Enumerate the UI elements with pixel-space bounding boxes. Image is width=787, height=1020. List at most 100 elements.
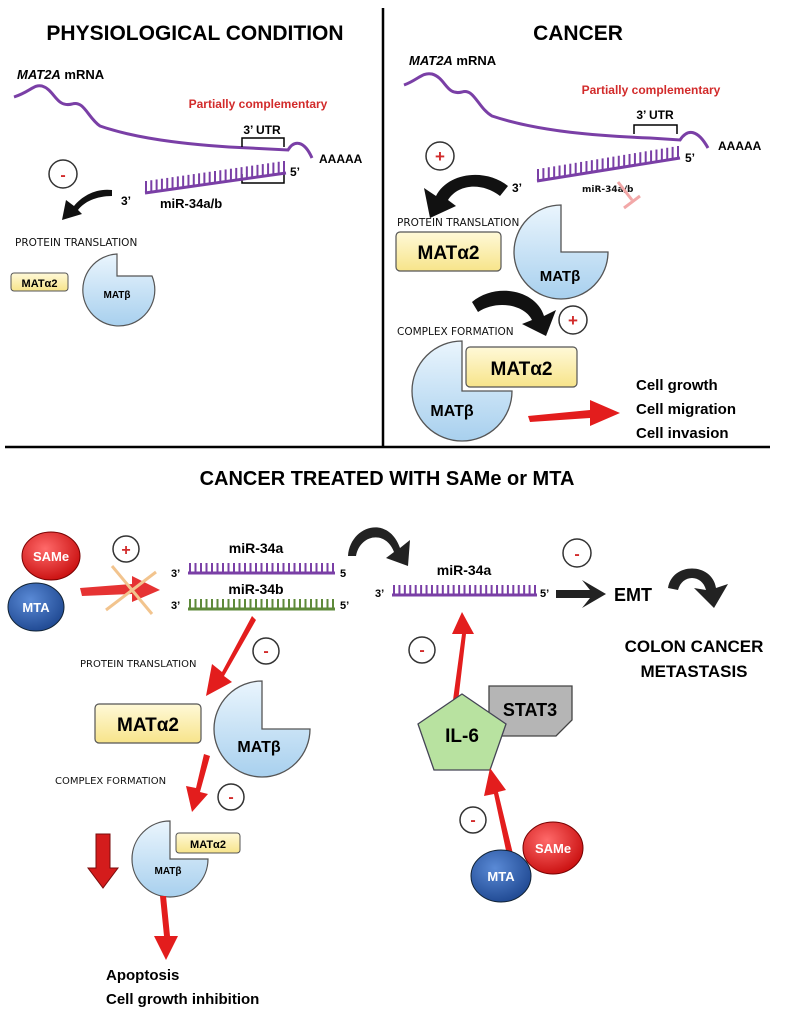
complex-plus-circle (558, 305, 588, 335)
complex-formation-label: COMPLEX FORMATION (397, 326, 514, 338)
mir34b-five-prime: 5’ (340, 600, 349, 612)
treated-plus-circle (112, 535, 140, 563)
complex-mat-alpha2-box (465, 346, 578, 388)
treated-mat-alpha2-box (94, 703, 202, 744)
emt-minus-sign: - (574, 546, 579, 563)
treated-complex-alpha2-label: MATα2 (190, 839, 226, 851)
cancer-partially-complementary: Partially complementary (582, 83, 721, 97)
red-arrow-icon (528, 400, 620, 426)
emt-label: EMT (614, 585, 652, 605)
cancer-outcome-3: Cell invasion (636, 425, 729, 442)
minus-sign-circle (48, 159, 78, 189)
il6-label: IL-6 (445, 726, 479, 747)
treated-translation-minus: - (263, 643, 268, 660)
complex-curved-arrow-icon (472, 290, 556, 336)
treated-complex-beta-shape (131, 820, 209, 898)
right-five-prime: 5’ (540, 588, 549, 600)
mrna-label: MAT2A mRNA (17, 67, 105, 82)
cancer-outcome-2: Cell migration (636, 401, 736, 418)
complex-mat-beta-label: MATβ (430, 403, 473, 420)
cancer-five-prime: 5’ (685, 151, 695, 165)
right-three-prime: 3’ (375, 588, 384, 600)
treated-curved-arrow-icon (348, 527, 410, 566)
treated-complex-minus: - (228, 789, 233, 806)
same-molecule (21, 531, 81, 581)
bottom-minus-circle (459, 806, 487, 834)
panel-physiological: PHYSIOLOGICAL CONDITION MAT2A mRNA Parti… (10, 22, 363, 327)
cancer-plus-sign: + (435, 147, 445, 166)
treated-mat-alpha2-label: MATα2 (117, 715, 179, 736)
metastasis-line-2: METASTASIS (640, 662, 747, 681)
mir34b-label: miR-34b (228, 581, 283, 597)
right-mir34a-teeth (393, 585, 536, 595)
same-label: SAMe (33, 549, 69, 564)
utr-bracket (241, 137, 285, 147)
translation-label: PROTEIN TRANSLATION (15, 237, 137, 249)
il6-pentagon (417, 693, 507, 771)
down-arrow-icon (87, 833, 119, 889)
cancer-mrna-label: MAT2A mRNA (409, 53, 497, 68)
il6-minus-sign: - (419, 642, 424, 659)
mir34a-three-prime: 3’ (171, 568, 180, 580)
cancer-mat-beta-label: MATβ (540, 268, 581, 285)
five-prime-label: 5’ (290, 165, 300, 179)
cancer-mirna-label: miR-34a/b (582, 185, 634, 195)
inhibition-bar-icon (616, 181, 641, 210)
emt-curved-arrow-icon (668, 568, 728, 608)
cancer-mirna-teeth (537, 146, 679, 181)
mta-molecule (7, 582, 65, 632)
mir34a-label: miR-34a (229, 540, 284, 556)
complex-mat-beta-shape (411, 340, 513, 442)
mat-alpha2-label: MATα2 (22, 278, 58, 290)
mat-beta-label: MATβ (103, 290, 130, 301)
il6-minus-circle (408, 636, 436, 664)
mat-beta-shape (82, 253, 156, 327)
bottom-minus-sign: - (470, 812, 475, 829)
utr-label: 3’ UTR (243, 123, 281, 137)
stat3-label: STAT3 (503, 700, 557, 720)
physiological-title: PHYSIOLOGICAL CONDITION (46, 22, 343, 45)
complex-red-arrow-icon (186, 754, 210, 812)
cancer-poly-a: AAAAA (718, 139, 762, 153)
bottom-same-label: SAMe (535, 841, 571, 856)
mta-label: MTA (22, 600, 50, 615)
mirna-teeth (145, 161, 285, 193)
panel-treated: CANCER TREATED WITH SAMe or MTA SAMe MTA… (7, 468, 763, 1008)
treated-complex-label: COMPLEX FORMATION (55, 776, 166, 787)
treated-outcome-2: Cell growth inhibition (106, 991, 259, 1008)
treated-title: CANCER TREATED WITH SAMe or MTA (200, 468, 575, 490)
mrna-strand (13, 84, 314, 159)
minus-sign: - (60, 167, 65, 184)
emt-minus-circle (562, 538, 592, 568)
mir34a-teeth (189, 563, 334, 573)
poly-a-tail: AAAAA (319, 152, 363, 166)
treated-translation-minus-circle (252, 637, 280, 665)
mirna-label: miR-34a/b (160, 196, 222, 211)
partially-complementary-label: Partially complementary (189, 97, 328, 111)
mir34b-teeth (189, 599, 334, 609)
bottom-same-molecule (522, 821, 584, 875)
cancer-utr-bracket (633, 124, 678, 134)
cancer-three-prime: 3’ (512, 181, 522, 195)
right-mir34a-label: miR-34a (437, 562, 492, 578)
treated-mat-beta-label: MATβ (237, 739, 280, 756)
treated-complex-alpha2-box (175, 832, 241, 854)
treated-outcome-1: Apoptosis (106, 967, 179, 984)
cancer-mrna-strand (403, 72, 710, 149)
treated-mat-beta-shape (213, 680, 311, 778)
cancer-utr-label: 3’ UTR (636, 108, 674, 122)
bottom-mta-label: MTA (487, 869, 515, 884)
treated-complex-beta-label: MATβ (154, 866, 181, 877)
il6-up-red-arrow-icon (452, 612, 474, 702)
bottom-up-red-arrow-icon (484, 768, 514, 860)
curved-arrow-icon (62, 189, 112, 220)
crossed-strand-icon (105, 565, 157, 615)
emt-arrow-icon (556, 580, 606, 608)
treated-complex-minus-circle (217, 783, 245, 811)
three-prime-label: 3’ (121, 194, 131, 208)
panel-cancer: CANCER MAT2A mRNA Partially complementar… (395, 22, 762, 442)
mir34b-three-prime: 3’ (171, 600, 180, 612)
translation-red-arrow-icon (206, 616, 256, 696)
cancer-mat-alpha2-box (395, 231, 502, 272)
cancer-mat-beta-shape (513, 204, 609, 300)
